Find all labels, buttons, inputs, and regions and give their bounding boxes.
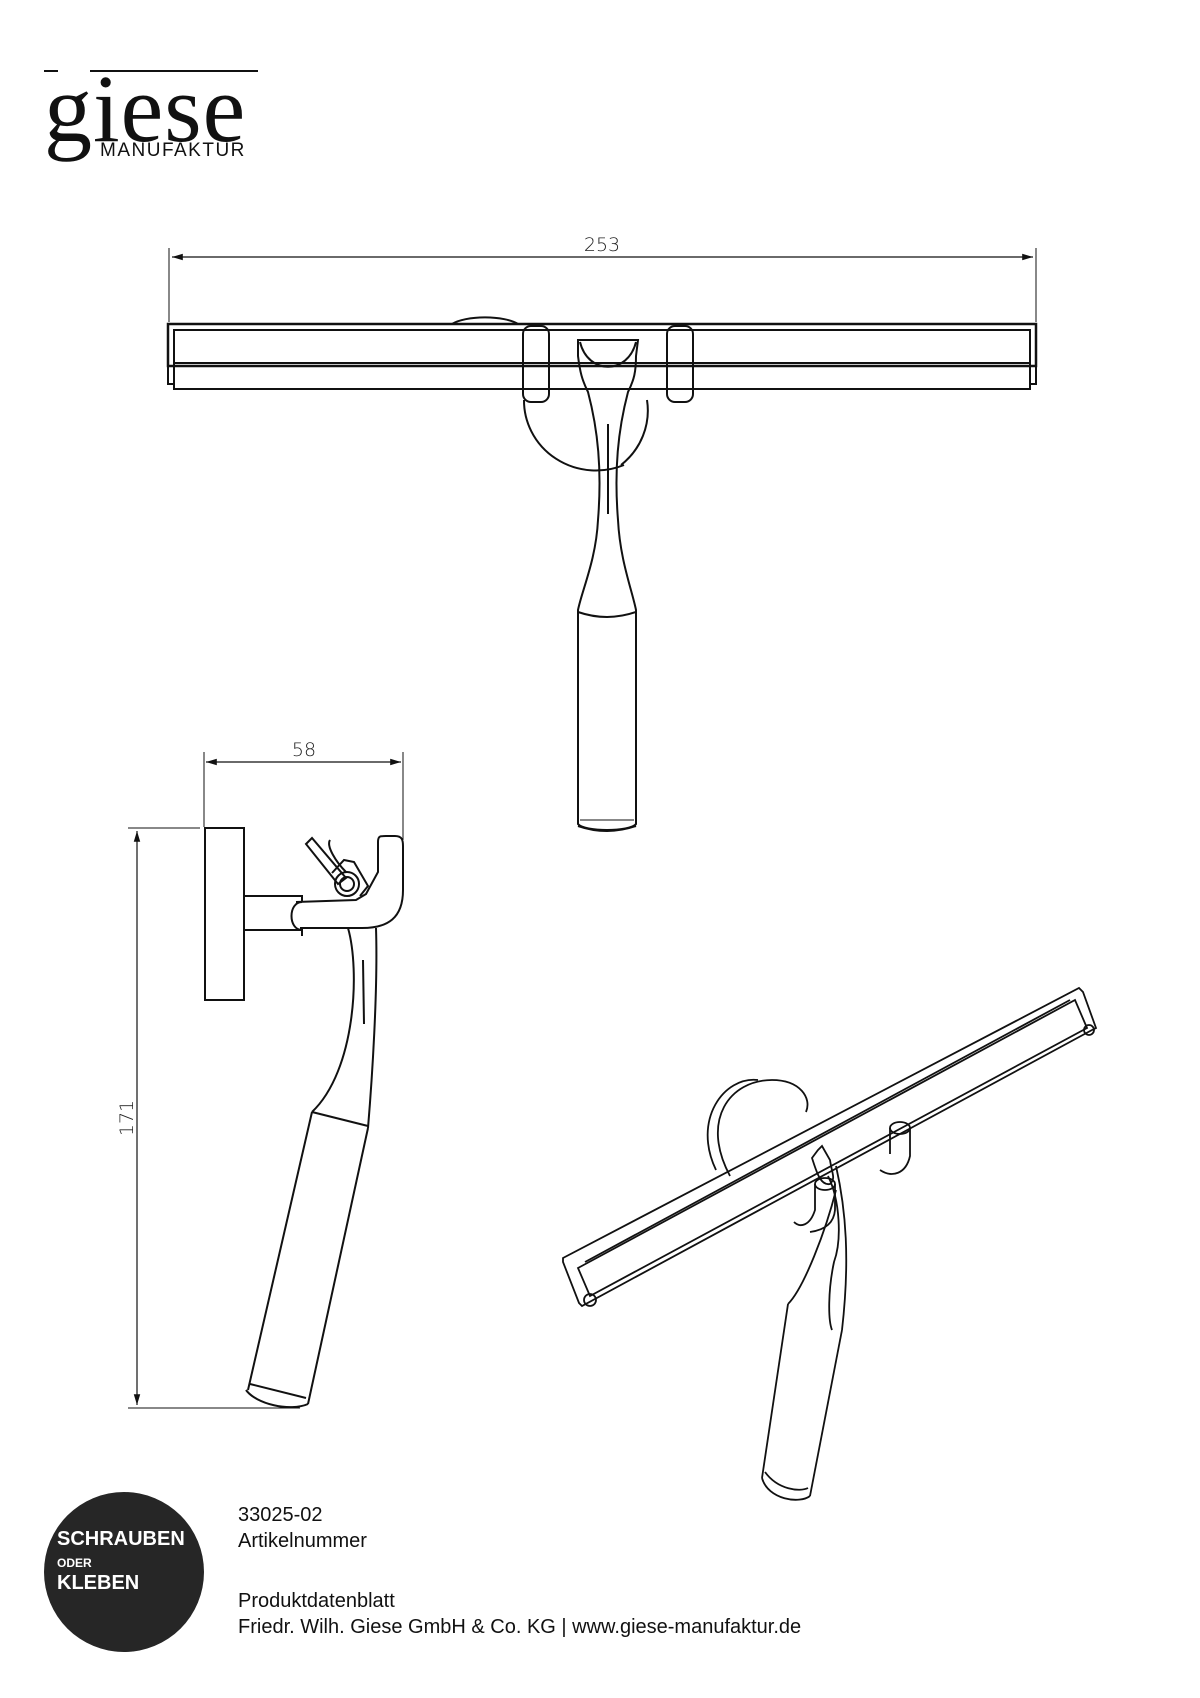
- logo-rule-right: [90, 70, 258, 72]
- article-number-label: Artikelnummer: [238, 1530, 367, 1552]
- document-title: Produktdatenblatt: [238, 1590, 395, 1612]
- badge-line-glue: KLEBEN: [57, 1572, 140, 1594]
- article-number: 33025-02: [238, 1504, 323, 1526]
- company-line: Friedr. Wilh. Giese GmbH & Co. KG | www.…: [238, 1616, 802, 1638]
- isometric-view: [562, 986, 1098, 1501]
- side-view: 58 171: [116, 739, 404, 1409]
- brand-name: giese: [44, 55, 247, 162]
- badge-line-screw: SCHRAUBEN: [57, 1528, 185, 1550]
- dim-height-label: 171: [116, 1100, 138, 1136]
- brand-logo: giese MANUFAKTUR: [44, 55, 260, 162]
- logo-rule-left: [44, 70, 58, 72]
- brand-subtitle: MANUFAKTUR: [100, 140, 246, 161]
- badge-line-or: ODER: [57, 1556, 92, 1570]
- front-view: 253: [166, 234, 1038, 832]
- mounting-badge: SCHRAUBEN ODER KLEBEN: [44, 1492, 204, 1652]
- dim-depth-label: 58: [292, 739, 316, 761]
- dim-width-label: 253: [584, 234, 620, 256]
